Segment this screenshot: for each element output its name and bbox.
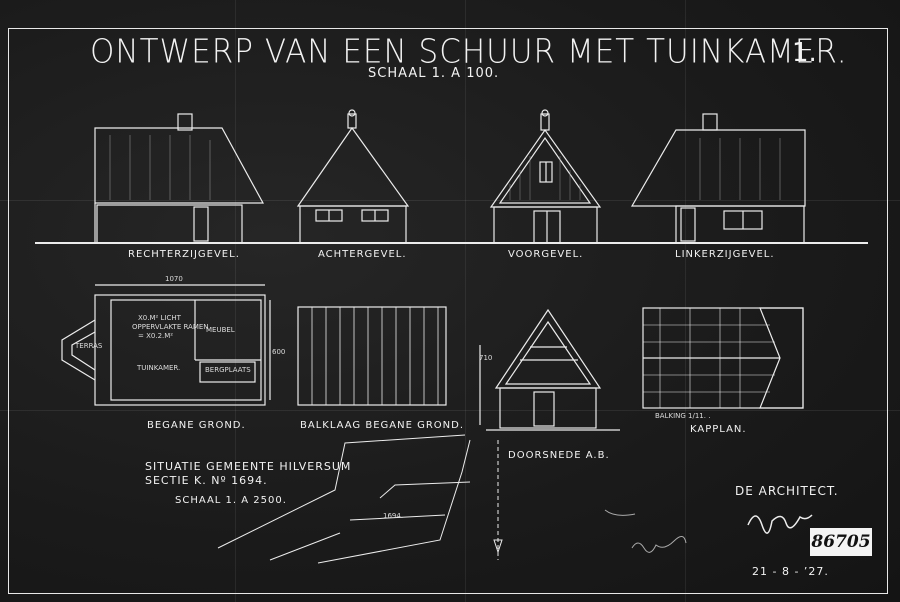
left-elevation-drawing bbox=[630, 113, 806, 244]
ground-floor-plan-drawing bbox=[61, 284, 271, 406]
drawing-frame bbox=[8, 28, 888, 594]
situation-section: SECTIE K. Nº 1694. bbox=[145, 474, 268, 487]
beam-layout-drawing bbox=[297, 306, 447, 406]
dimension-height: 710 bbox=[479, 354, 493, 362]
drawing-title: ONTWERP VAN EEN SCHUUR MET TUINKAMER. bbox=[90, 33, 848, 71]
rear-elevation-drawing bbox=[296, 109, 410, 244]
situation-plot-number: 1694. bbox=[383, 512, 404, 520]
signature-date: 21 - 8 - ’27. bbox=[752, 565, 829, 578]
label-ground-floor: BEGANE GROND. bbox=[147, 420, 246, 431]
room-light-note-1: X0.M² LICHT bbox=[138, 314, 181, 322]
section-drawing bbox=[479, 308, 620, 431]
dimension-depth: 600 bbox=[272, 348, 286, 356]
room-bergplaats: BERGPLAATS bbox=[205, 366, 251, 374]
label-section: DOORSNEDE A.B. bbox=[508, 450, 610, 461]
roof-note: BALKING 1/11. . bbox=[655, 412, 711, 420]
label-front-elevation: VOORGEVEL. bbox=[508, 249, 584, 260]
room-meubel: MEUBEL bbox=[206, 326, 235, 334]
room-tuinkamer: TUINKAMER. bbox=[137, 364, 181, 372]
situation-scale: SCHAAL 1. A 2500. bbox=[175, 495, 287, 506]
archive-number-stamp: 86705 bbox=[810, 528, 872, 556]
label-left-elevation: LINKERZIJGEVEL. bbox=[675, 249, 775, 260]
label-roof-plan: KAPPLAN. bbox=[690, 424, 747, 435]
right-elevation-drawing bbox=[94, 113, 265, 244]
label-right-elevation: RECHTERZIJGEVEL. bbox=[128, 249, 240, 260]
room-light-note-2: OPPERVLAKTE RAMEN bbox=[132, 323, 209, 331]
front-elevation-drawing bbox=[489, 109, 602, 244]
situation-title: SITUATIE GEMEENTE HILVERSUM bbox=[145, 460, 352, 473]
situation-map-drawing bbox=[217, 434, 503, 564]
label-rear-elevation: ACHTERGEVEL. bbox=[318, 249, 407, 260]
architect-label: DE ARCHITECT. bbox=[735, 484, 839, 498]
drawing-scale: SCHAAL 1. A 100. bbox=[368, 66, 500, 81]
room-light-note-3: = X0.2.M² bbox=[138, 332, 174, 340]
sheet-number: 1. bbox=[792, 38, 817, 68]
roof-plan-drawing bbox=[642, 307, 804, 409]
label-beam-layout: BALKLAAG BEGANE GROND. bbox=[300, 420, 465, 431]
room-terras: TERRAS bbox=[75, 342, 103, 350]
dimension-width: 1070 bbox=[165, 275, 183, 283]
